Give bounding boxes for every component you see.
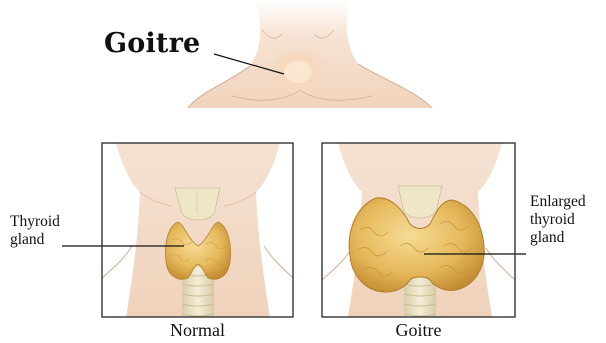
diagram-title: Goitre — [104, 28, 200, 59]
thyroid-label-line-2: gland — [10, 231, 60, 249]
thyroid-gland-label: Thyroid gland — [10, 213, 60, 249]
enlarged-thyroid-label: Enlarged thyroid gland — [530, 193, 586, 247]
thyroid-label-line-1: Thyroid — [10, 213, 60, 231]
goitre-panel — [322, 143, 526, 317]
enlarged-label-line-2: thyroid — [530, 211, 586, 229]
enlarged-label-line-1: Enlarged — [530, 193, 586, 211]
top-neck-illustration — [188, 0, 432, 108]
goitre-caption: Goitre — [322, 320, 515, 341]
normal-caption: Normal — [102, 320, 293, 341]
normal-panel — [62, 143, 293, 317]
enlarged-label-line-3: gland — [530, 229, 586, 247]
